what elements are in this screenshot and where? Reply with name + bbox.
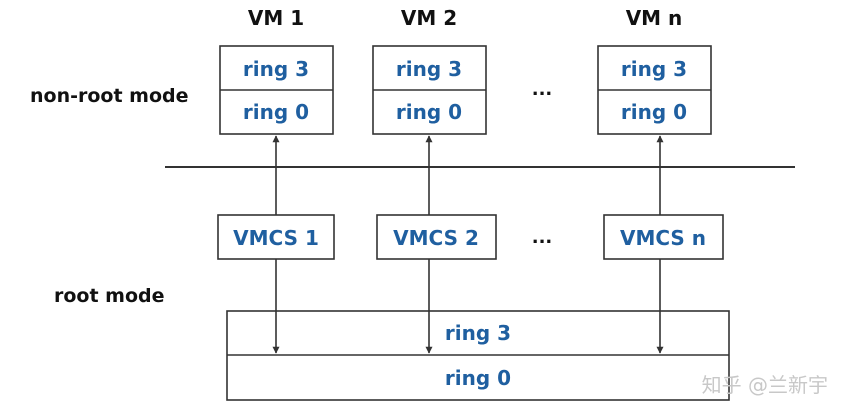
vm-n-title: VM n (626, 6, 683, 30)
host-box: ring 3 ring 0 (226, 310, 730, 401)
vm-n-ring-0: ring 0 (621, 100, 687, 124)
vm-1-ring-3: ring 3 (243, 57, 309, 81)
vm-n-ring-3: ring 3 (621, 57, 687, 81)
vm-1-title: VM 1 (248, 6, 304, 30)
vm-ellipsis: ... (532, 79, 553, 100)
vmcs-2-label: VMCS 2 (393, 226, 479, 250)
root-mode-label: root mode (54, 285, 165, 307)
vmcs-n-box: VMCS n (603, 214, 724, 260)
vm-n-box: ring 3 ring 0 (597, 45, 712, 135)
host-ring-3: ring 3 (445, 321, 511, 345)
vm-2-box: ring 3 ring 0 (372, 45, 487, 135)
vm-2-ring-0: ring 0 (396, 100, 462, 124)
vm-2-ring-3: ring 3 (396, 57, 462, 81)
vmcs-1-box: VMCS 1 (217, 214, 335, 260)
vmcs-2-box: VMCS 2 (376, 214, 497, 260)
host-ring-0: ring 0 (445, 366, 511, 390)
vmcs-ellipsis: ... (532, 227, 553, 248)
vm-2-title: VM 2 (401, 6, 457, 30)
non-root-mode-label: non-root mode (30, 85, 189, 107)
watermark: 知乎 @兰新宇 (702, 373, 828, 397)
vm-1-box: ring 3 ring 0 (219, 45, 334, 135)
vmcs-1-label: VMCS 1 (233, 226, 319, 250)
vmcs-n-label: VMCS n (620, 226, 706, 250)
vm-1-ring-0: ring 0 (243, 100, 309, 124)
